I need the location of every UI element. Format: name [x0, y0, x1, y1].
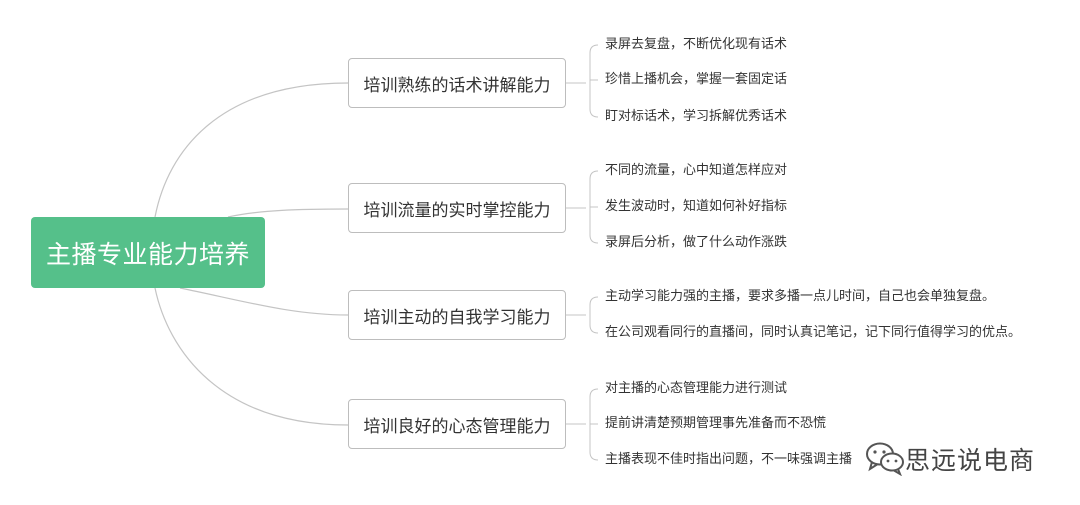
branch-node[interactable]: 培训流量的实时掌控能力	[348, 183, 566, 233]
leaf-bracket	[589, 44, 599, 118]
branch-label: 培训熟练的话术讲解能力	[363, 75, 551, 96]
leaf-node[interactable]: 对主播的心态管理能力进行测试	[605, 381, 788, 396]
leaf-node[interactable]: 盯对标话术，学习拆解优秀话术	[605, 109, 788, 124]
leaf-node[interactable]: 录屏去复盘，不断优化现有话术	[605, 37, 788, 52]
leaf-bracket	[589, 296, 599, 334]
branch-node[interactable]: 培训熟练的话术讲解能力	[348, 58, 566, 108]
leaf-node[interactable]: 主播表现不佳时指出问题，不一味强调主播	[605, 452, 853, 467]
wechat-icon	[866, 442, 904, 476]
leaf-node[interactable]: 珍惜上播机会，掌握一套固定话	[605, 72, 788, 87]
branch-node[interactable]: 培训主动的自我学习能力	[348, 290, 566, 340]
root-branch-link	[227, 208, 349, 218]
root-branch-link	[179, 287, 349, 316]
branch-node[interactable]: 培训良好的心态管理能力	[348, 399, 566, 449]
leaf-node[interactable]: 不同的流量，心中知道怎样应对	[605, 163, 788, 178]
root-branch-link	[154, 287, 349, 426]
root-label: 主播专业能力培养	[45, 239, 250, 269]
leaf-node[interactable]: 提前讲清楚预期管理事先准备而不恐慌	[605, 416, 827, 431]
branch-label: 培训良好的心态管理能力	[363, 416, 551, 437]
root-node[interactable]: 主播专业能力培养	[31, 217, 265, 288]
leaf-node[interactable]: 发生波动时，知道如何补好指标	[605, 199, 788, 214]
leaf-node[interactable]: 录屏后分析，做了什么动作涨跌	[605, 235, 788, 250]
branch-label: 培训流量的实时掌控能力	[363, 200, 551, 221]
leaf-node[interactable]: 在公司观看同行的直播间，同时认真记笔记，记下同行值得学习的优点。	[605, 325, 1022, 340]
root-branch-link	[154, 82, 349, 218]
leaf-node[interactable]: 主动学习能力强的主播，要求多播一点儿时间，自己也会单独复盘。	[605, 289, 996, 304]
branch-label: 培训主动的自我学习能力	[363, 307, 551, 328]
watermark-text: 思远说电商	[905, 446, 1036, 475]
